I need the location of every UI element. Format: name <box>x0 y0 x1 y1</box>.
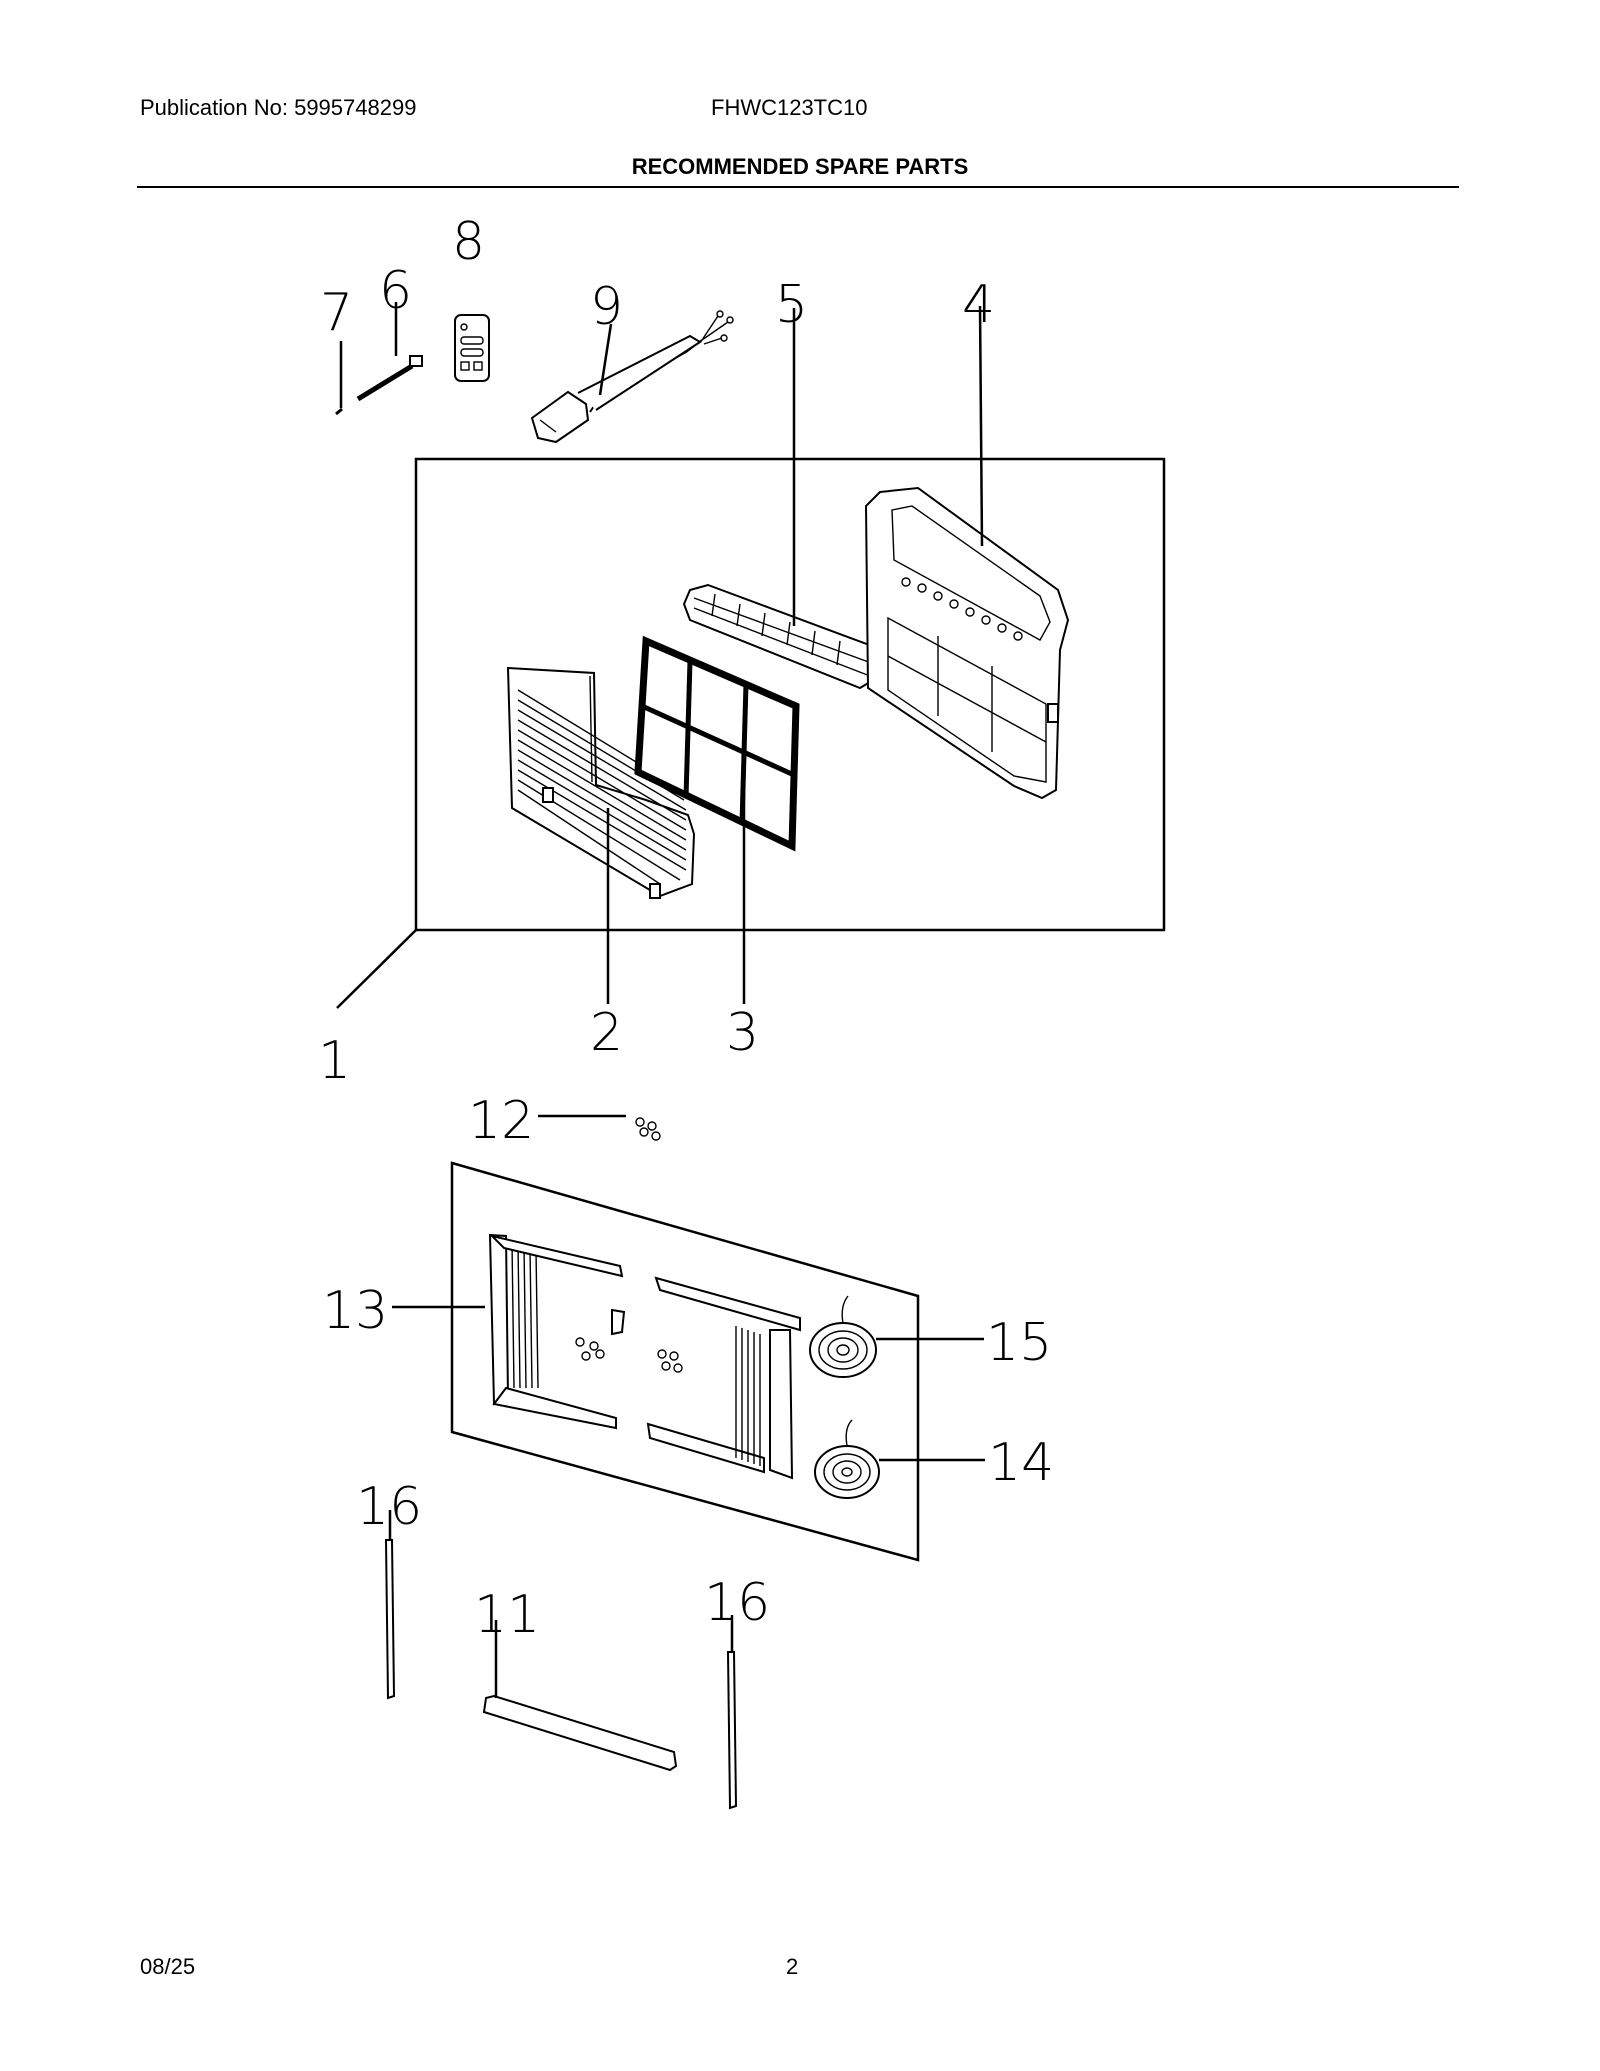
page-number: 2 <box>786 1954 799 1979</box>
seal-strip-16-left-part <box>384 1539 396 1700</box>
callout-2: 2 <box>590 1003 623 1063</box>
front-panel-frame-part <box>864 486 1070 800</box>
callout-14: 14 <box>988 1433 1054 1493</box>
callout-1: 1 <box>318 1031 351 1091</box>
callout-5: 5 <box>775 275 808 335</box>
callout-9: 9 <box>590 277 623 337</box>
screws-part <box>635 1117 661 1141</box>
sill-strip-part <box>482 1694 678 1772</box>
publication-date: 08/25 <box>140 1954 196 1979</box>
callout-11: 11 <box>474 1585 540 1645</box>
model-number: FHWC123TC10 <box>711 95 868 120</box>
callout-16-left: 16 <box>356 1477 422 1537</box>
foam-seal-15-part <box>809 1295 877 1378</box>
callout-13: 13 <box>322 1281 388 1341</box>
publication-number: Publication No: 5995748299 <box>140 95 417 120</box>
callout-15: 15 <box>986 1313 1052 1373</box>
callout-6: 6 <box>379 261 412 321</box>
remote-control-part <box>454 314 490 382</box>
callout-3: 3 <box>726 1003 759 1063</box>
callout-12: 12 <box>468 1091 534 1151</box>
seal-strip-16-right-part <box>726 1651 738 1810</box>
power-cord-part <box>530 310 734 444</box>
callout-8: 8 <box>452 212 485 272</box>
thermistor-sensor-part <box>356 355 423 402</box>
foam-seal-14-part <box>814 1419 880 1499</box>
callout-7: 7 <box>320 283 353 343</box>
side-curtain-part <box>488 1233 801 1480</box>
leader-lines <box>336 302 985 1698</box>
sensor-clip-part <box>335 407 343 416</box>
header-rule <box>137 186 1459 188</box>
callout-16-right: 16 <box>704 1573 770 1633</box>
front-grille-part <box>506 666 696 899</box>
air-filter-part <box>634 635 800 852</box>
front-panel-assembly-box <box>414 457 1166 932</box>
callout-4: 4 <box>962 275 995 335</box>
window-kit-panel <box>450 1161 920 1562</box>
page-title: RECOMMENDED SPARE PARTS <box>631 154 969 179</box>
